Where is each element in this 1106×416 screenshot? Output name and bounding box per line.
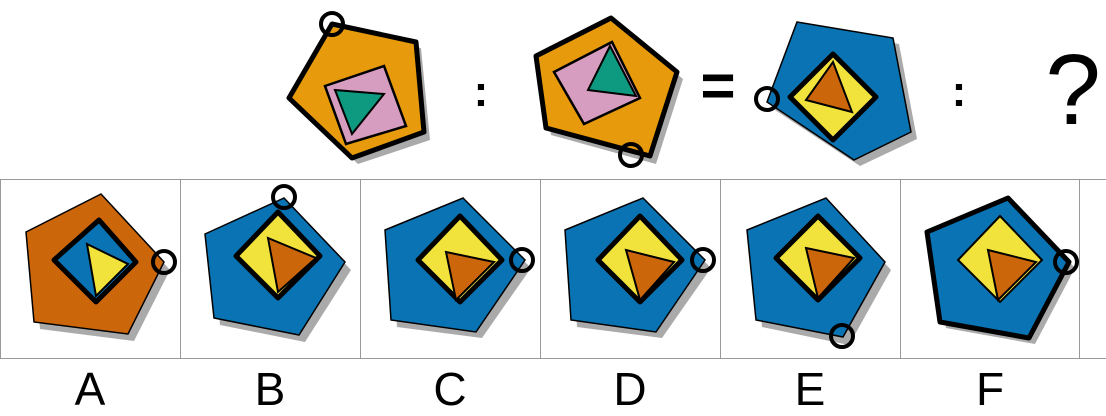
triangle (624, 248, 676, 303)
option-divider (0, 179, 1, 359)
vertex-marker (690, 247, 716, 273)
option-d-figure[interactable] (555, 190, 720, 350)
option-divider (900, 179, 901, 359)
triangle (333, 88, 386, 136)
vertex-marker (754, 86, 780, 112)
option-label-e[interactable]: E (794, 363, 826, 415)
option-divider (180, 179, 181, 359)
analogy-figure-2 (533, 15, 683, 168)
option-label-c[interactable]: C (433, 363, 467, 415)
colon-separator: : (951, 67, 967, 116)
option-divider (360, 179, 361, 359)
option-b-figure[interactable] (195, 180, 360, 350)
vertex-marker (829, 323, 855, 349)
vertex-marker (319, 11, 345, 37)
option-divider (540, 179, 541, 359)
triangle (804, 59, 854, 114)
triangle (85, 242, 130, 299)
option-label-f[interactable]: F (975, 363, 1005, 415)
question-mark: ? (1045, 34, 1101, 146)
analogy-figure-1 (286, 11, 430, 164)
option-divider (720, 179, 721, 359)
triangle (804, 246, 856, 301)
triangle (586, 43, 638, 98)
colon-separator: : (473, 67, 489, 116)
option-label-b[interactable]: B (254, 363, 286, 415)
option-f-figure[interactable] (915, 190, 1080, 352)
options-row (0, 179, 1106, 359)
vertex-marker (151, 249, 177, 275)
option-divider (1079, 179, 1080, 359)
vertex-marker (1053, 249, 1079, 275)
vertex-marker (509, 247, 535, 273)
option-label-d[interactable]: D (613, 363, 647, 415)
equals-sign: = (700, 52, 736, 119)
triangle (444, 250, 497, 303)
option-e-figure[interactable] (735, 190, 900, 352)
analogy-figure-3 (754, 21, 917, 166)
vertex-marker (618, 142, 644, 168)
triangle (986, 248, 1038, 303)
option-c-figure[interactable] (375, 190, 540, 350)
option-label-a[interactable]: A (74, 363, 106, 415)
option-a-figure[interactable] (10, 188, 180, 353)
triangle (266, 236, 318, 294)
vertex-marker (271, 184, 297, 210)
